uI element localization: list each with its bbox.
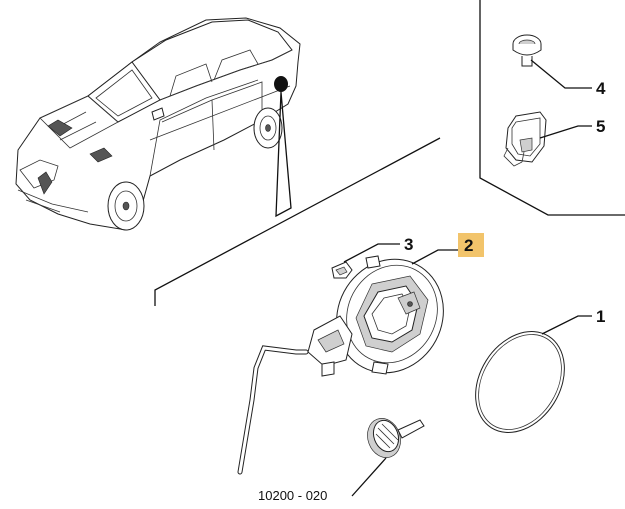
part-4-clip [512,34,542,67]
marker-leader-line [275,91,292,218]
callout-4-leader [530,59,592,89]
fuel-cap [367,418,425,458]
callout-1-label: 1 [596,307,605,326]
callout-2[interactable]: 2 [458,233,484,257]
callout-2-highlight [458,233,484,257]
callout-1-leader [541,315,592,335]
callout-1[interactable]: 1 [596,307,605,326]
ref-leader [351,457,387,497]
detail-frame [154,137,441,306]
callout-3-label: 3 [404,235,413,254]
callout-2-label: 2 [464,236,473,255]
inset-frame [479,0,625,216]
car-illustration [15,17,301,231]
part-3-clip [331,261,353,279]
callout-3-leader [343,243,400,263]
callout-5-label: 5 [596,117,605,136]
callout-4[interactable]: 4 [596,79,606,98]
callout-5-leader [539,125,592,139]
part-1-seal-ring [475,331,565,433]
callout-5[interactable]: 5 [596,117,605,136]
reference-code-label[interactable]: 10200 - 020 [258,488,327,503]
part-5-bracket [503,111,547,167]
callout-2-leader [411,249,458,265]
callout-3[interactable]: 3 [404,235,413,254]
fuel-door-marker [274,76,288,92]
part-2-fuel-door-housing [307,255,444,377]
callout-4-label: 4 [596,79,606,98]
